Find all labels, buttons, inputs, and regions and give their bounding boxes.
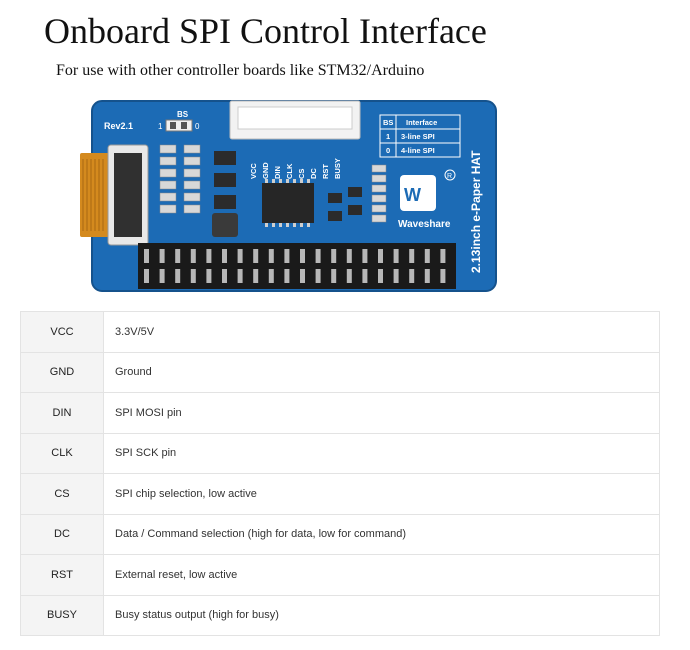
header-pin bbox=[440, 269, 446, 283]
header-pin bbox=[409, 269, 415, 283]
svg-text:3-line SPI: 3-line SPI bbox=[401, 132, 435, 141]
header-pin bbox=[175, 249, 181, 263]
pin-name-cell: DIN bbox=[20, 392, 104, 434]
svg-text:1: 1 bbox=[386, 132, 390, 141]
header-pin bbox=[159, 269, 165, 283]
silk-busy: BUSY bbox=[333, 158, 342, 179]
header-pin bbox=[206, 269, 212, 283]
svg-text:W: W bbox=[404, 185, 421, 205]
pin-description-cell: SPI chip selection, low active bbox=[103, 473, 660, 515]
passive-components bbox=[159, 144, 201, 214]
header-pin bbox=[315, 249, 321, 263]
header-pin bbox=[393, 249, 399, 263]
board-illustration: Rev2.1 BS 1 0 VCC GND DIN CLK CS DC RST … bbox=[80, 100, 497, 292]
header-pin bbox=[362, 269, 368, 283]
pin-description-cell: Busy status output (high for busy) bbox=[103, 594, 660, 636]
pin-name-cell: BUSY bbox=[20, 594, 104, 636]
header-pin bbox=[424, 249, 430, 263]
svg-text:BS: BS bbox=[383, 118, 393, 127]
header-pin bbox=[378, 269, 383, 283]
header-pin bbox=[393, 269, 399, 283]
header-pin bbox=[331, 269, 337, 283]
pin-name-cell: CLK bbox=[20, 432, 104, 474]
header-pin bbox=[424, 269, 430, 283]
pin-name-cell: DC bbox=[20, 513, 104, 555]
product-label: 2.13inch e-Paper HAT bbox=[469, 150, 483, 273]
header-pin bbox=[222, 269, 227, 283]
svg-text:R: R bbox=[447, 173, 452, 180]
header-pin bbox=[253, 269, 259, 283]
header-pin bbox=[331, 249, 337, 263]
pin-description-cell: Data / Command selection (high for data,… bbox=[103, 513, 660, 555]
inductor bbox=[212, 213, 238, 237]
page-title: Onboard SPI Control Interface bbox=[44, 11, 487, 51]
pin-description-cell: 3.3V/5V bbox=[103, 311, 660, 353]
header-pin bbox=[144, 249, 149, 263]
header-pin bbox=[268, 269, 274, 283]
header-pin bbox=[378, 249, 383, 263]
header-pin bbox=[237, 269, 243, 283]
header-pin bbox=[346, 249, 352, 263]
header-pin bbox=[206, 249, 212, 263]
pin-description-cell: SPI MOSI pin bbox=[103, 392, 660, 434]
header-pin bbox=[253, 249, 259, 263]
brand-label: Waveshare bbox=[398, 219, 451, 230]
page-subtitle: For use with other controller boards lik… bbox=[56, 62, 425, 79]
header-pin bbox=[190, 249, 196, 263]
svg-text:0: 0 bbox=[386, 146, 390, 155]
header-pin bbox=[300, 269, 305, 283]
bs-label: BS bbox=[177, 110, 189, 119]
pin-description-cell: Ground bbox=[103, 351, 660, 393]
header-pin bbox=[315, 269, 321, 283]
pin-description-cell: External reset, low active bbox=[103, 554, 660, 596]
silk-din: DIN bbox=[273, 166, 282, 179]
epaper-hat-board-photo: Rev2.1 BS 1 0 VCC GND DIN CLK CS DC RST … bbox=[80, 95, 500, 295]
header-pin bbox=[409, 249, 415, 263]
header-pin bbox=[346, 269, 352, 283]
silk-gnd: GND bbox=[261, 162, 270, 179]
silk-dc: DC bbox=[309, 168, 318, 179]
silk-clk: CLK bbox=[285, 163, 294, 179]
header-pin bbox=[284, 249, 290, 263]
waveshare-logo: W R Waveshare bbox=[398, 169, 456, 230]
silk-cs: CS bbox=[297, 169, 306, 179]
svg-text:4-line SPI: 4-line SPI bbox=[401, 146, 435, 155]
transistors bbox=[214, 151, 236, 209]
level-shifter-ic bbox=[262, 183, 314, 223]
pin-description-cell: SPI SCK pin bbox=[103, 432, 660, 474]
rev-label: Rev2.1 bbox=[104, 121, 133, 131]
silk-rst: RST bbox=[321, 164, 330, 179]
pin-name-cell: RST bbox=[20, 554, 104, 596]
silk-vcc: VCC bbox=[249, 163, 258, 179]
pin-name-cell: GND bbox=[20, 351, 104, 393]
pin-name-cell: VCC bbox=[20, 311, 104, 353]
header-pin bbox=[300, 249, 305, 263]
header-pin bbox=[144, 269, 149, 283]
pin-name-cell: CS bbox=[20, 473, 104, 515]
header-pin bbox=[159, 249, 165, 263]
header-pin bbox=[237, 249, 243, 263]
header-pin bbox=[284, 269, 290, 283]
header-pin bbox=[440, 249, 446, 263]
header-pin bbox=[190, 269, 196, 283]
header-pin bbox=[362, 249, 368, 263]
header-pin bbox=[222, 249, 227, 263]
header-pin bbox=[268, 249, 274, 263]
bs-zero-label: 0 bbox=[195, 122, 200, 131]
gpio-header bbox=[138, 243, 456, 289]
svg-text:Interface: Interface bbox=[406, 118, 437, 127]
bs-switch bbox=[165, 119, 193, 132]
bs-interface-silk-table: BS Interface 1 3-line SPI 0 4-line SPI bbox=[379, 114, 461, 158]
bs-one-label: 1 bbox=[158, 122, 163, 131]
header-pin bbox=[175, 269, 181, 283]
